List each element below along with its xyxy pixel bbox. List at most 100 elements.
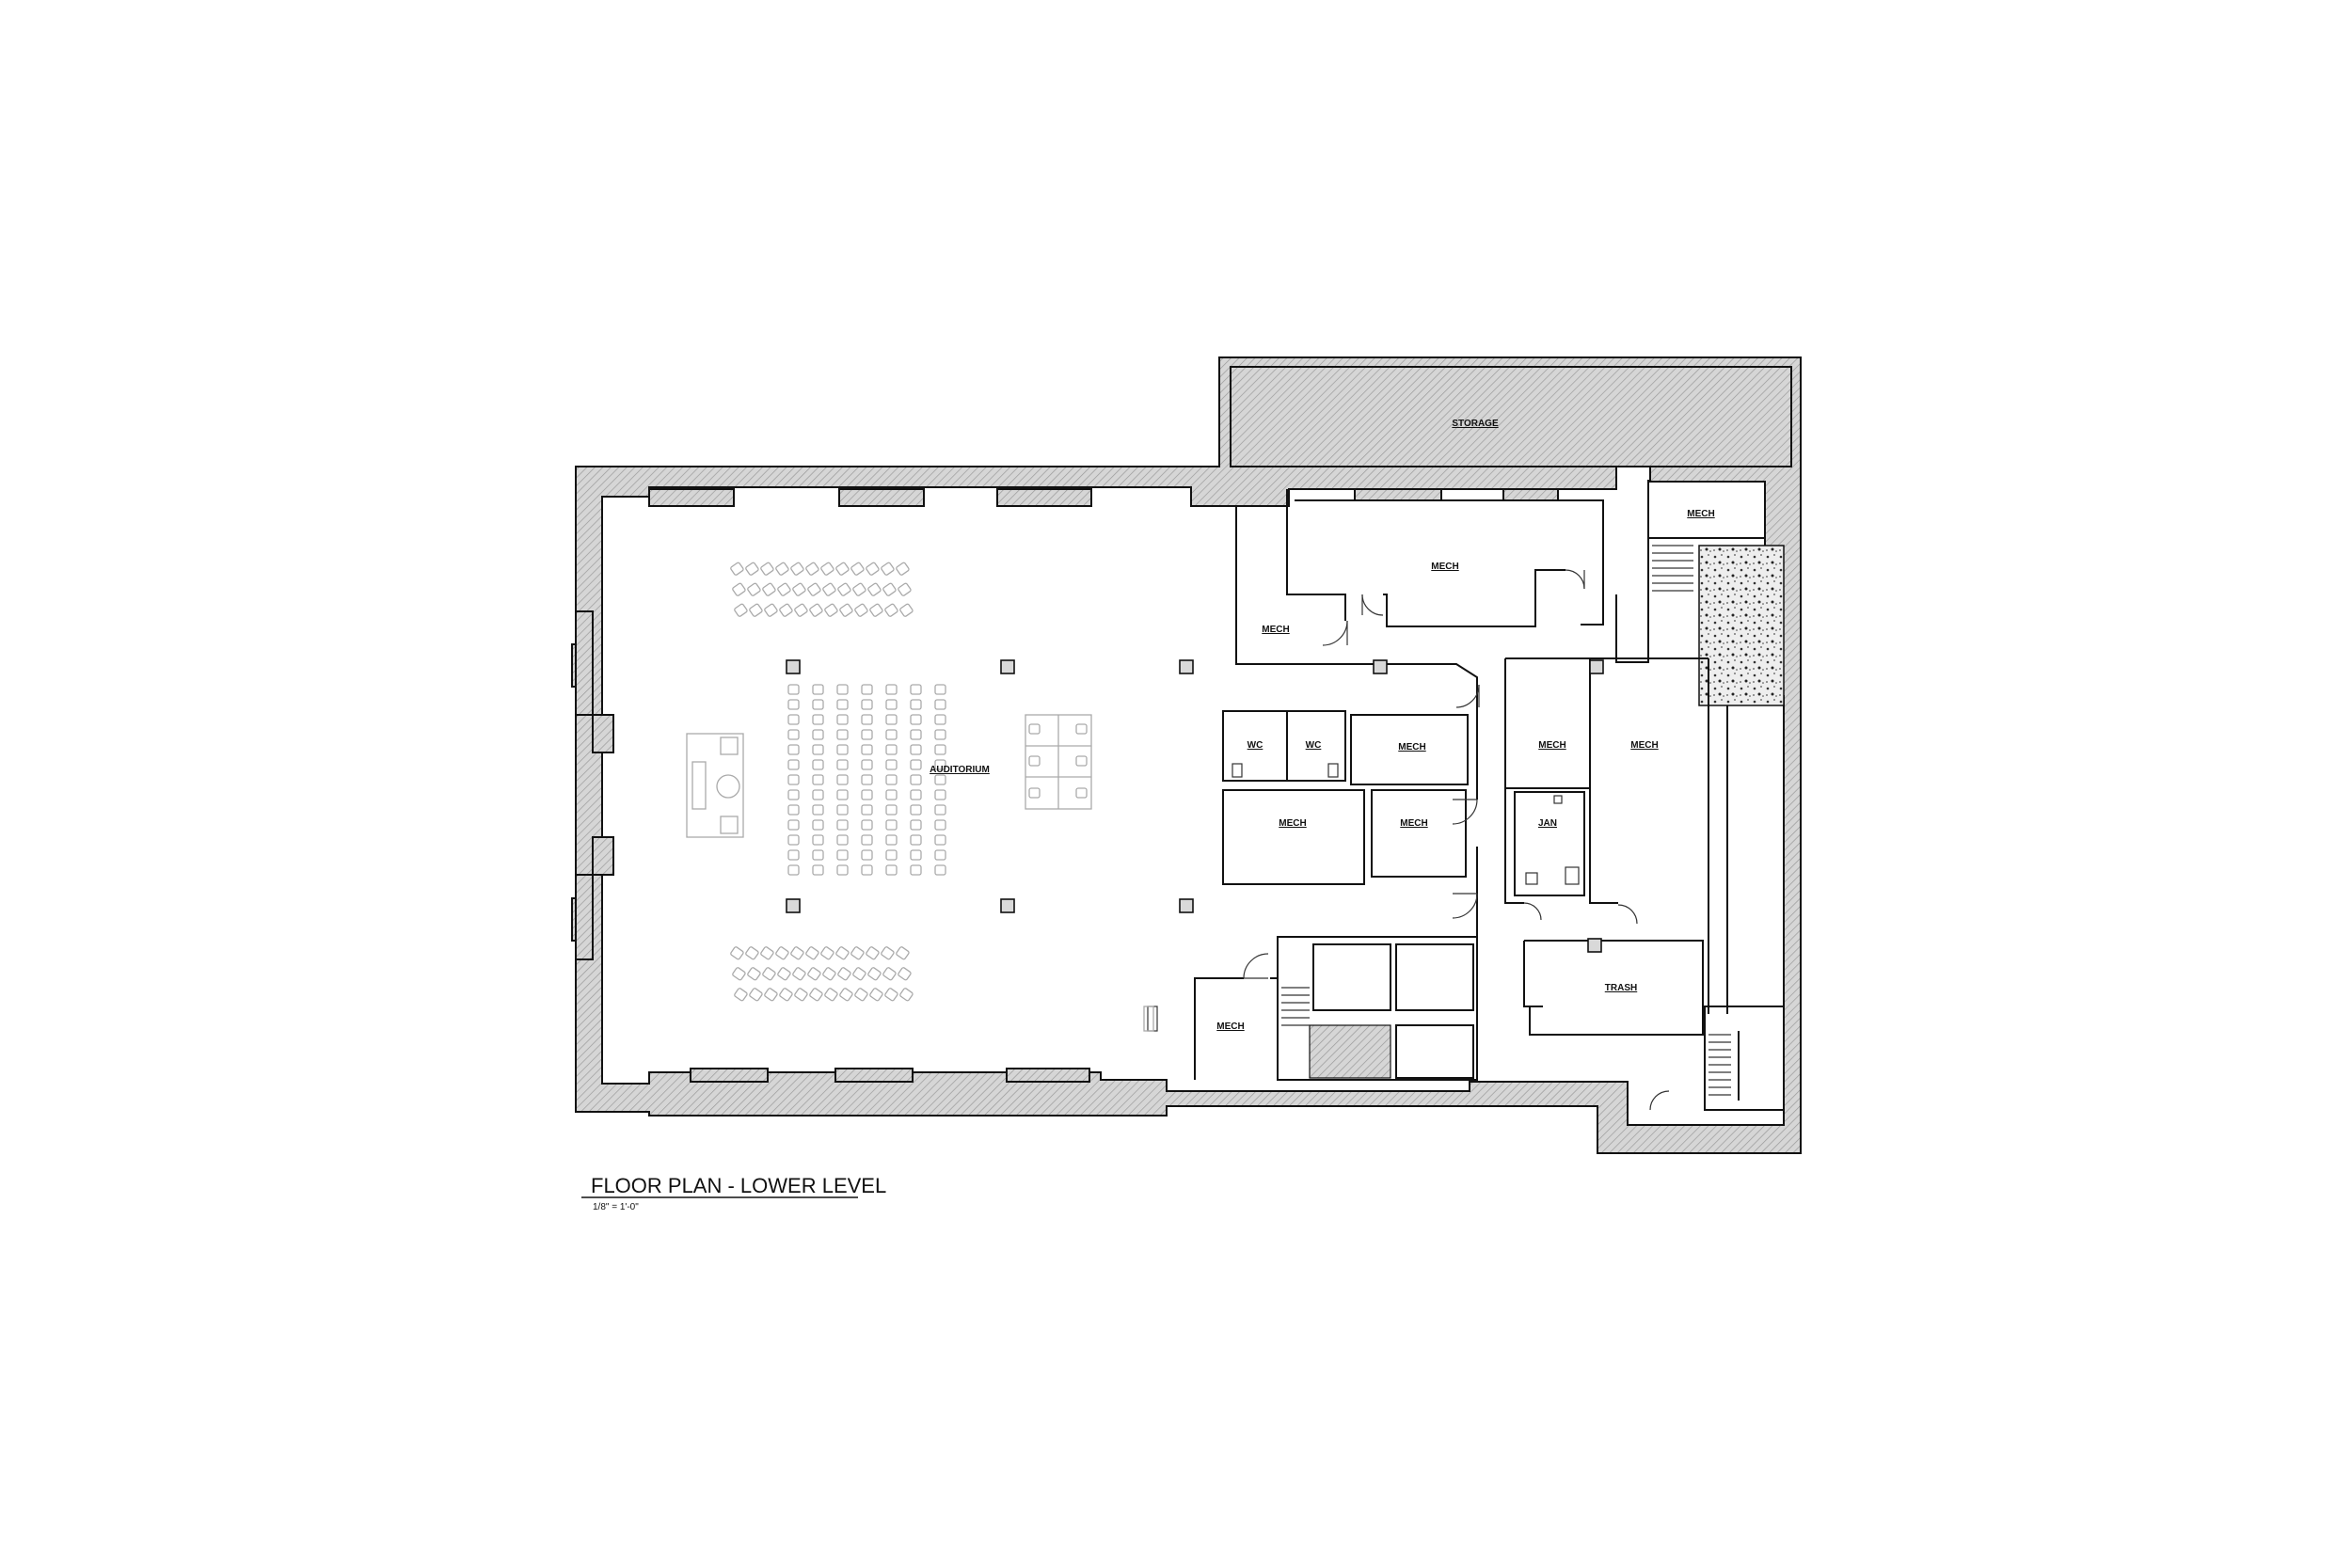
plumbing-fixtures: [1232, 763, 1580, 885]
chair: [807, 967, 821, 981]
chair: [762, 582, 776, 596]
chair: [861, 684, 873, 695]
auditorium-seating: [730, 562, 1088, 1002]
chair: [732, 967, 746, 981]
chair: [812, 864, 824, 876]
chair: [861, 834, 873, 846]
label-mech-northeast: MECH: [1687, 509, 1714, 519]
chair: [812, 744, 824, 755]
chair: [910, 684, 922, 695]
chair: [910, 744, 922, 755]
chair: [861, 864, 873, 876]
chair: [775, 946, 789, 960]
chair: [1075, 787, 1088, 799]
drawing-title: FLOOR PLAN - LOWER LEVEL: [591, 1174, 886, 1197]
chair: [934, 714, 946, 725]
chair: [787, 849, 800, 861]
chair: [787, 834, 800, 846]
chair: [881, 946, 895, 960]
chair: [866, 946, 880, 960]
chair: [882, 967, 897, 981]
chair: [820, 562, 834, 576]
chair: [839, 988, 853, 1002]
storage-vault: [1230, 366, 1792, 467]
chair: [934, 684, 946, 695]
chair: [730, 946, 744, 960]
chair: [837, 967, 851, 981]
chair: [898, 967, 912, 981]
chair: [899, 603, 914, 617]
chair: [764, 988, 778, 1002]
chair: [836, 849, 849, 861]
chair: [852, 967, 866, 981]
south-window-recesses: [690, 1068, 1090, 1083]
chair: [812, 729, 824, 740]
chair: [809, 988, 823, 1002]
chair: [812, 699, 824, 710]
chair: [934, 774, 946, 785]
chair: [896, 946, 910, 960]
chair: [882, 582, 897, 596]
label-mech-south: MECH: [1216, 1022, 1244, 1032]
label-mech-c: MECH: [1400, 818, 1427, 829]
drawing-title-block: FLOOR PLAN - LOWER LEVEL 1/8" = 1'-0": [581, 1174, 886, 1212]
west-pilasters: [571, 610, 614, 960]
chair: [839, 603, 853, 617]
chair: [749, 603, 763, 617]
chair: [836, 834, 849, 846]
chair: [1075, 723, 1088, 735]
chair: [885, 819, 898, 831]
chair: [934, 729, 946, 740]
chair: [777, 967, 791, 981]
chair: [747, 582, 761, 596]
chair: [885, 714, 898, 725]
chair: [787, 819, 800, 831]
label-mech-e: MECH: [1630, 740, 1658, 751]
chair: [852, 582, 866, 596]
chair: [934, 699, 946, 710]
chair: [794, 988, 808, 1002]
chair: [787, 699, 800, 710]
chair: [812, 834, 824, 846]
chair: [899, 988, 914, 1002]
chair: [790, 562, 804, 576]
label-mech-north: MECH: [1431, 562, 1458, 572]
chair: [861, 789, 873, 800]
chair: [836, 804, 849, 816]
chair: [809, 603, 823, 617]
chair: [807, 582, 821, 596]
chair: [794, 603, 808, 617]
chair: [747, 967, 761, 981]
chair: [885, 729, 898, 740]
chair: [1028, 723, 1041, 735]
label-jan: JAN: [1538, 818, 1557, 829]
chair: [730, 562, 744, 576]
label-mech-a: MECH: [1398, 742, 1425, 752]
chair: [867, 582, 882, 596]
chair: [835, 562, 850, 576]
chair: [836, 714, 849, 725]
stage-furniture: [686, 714, 1154, 1032]
chair: [787, 684, 800, 695]
chair: [836, 774, 849, 785]
chair: [934, 849, 946, 861]
chair: [835, 946, 850, 960]
chair: [934, 759, 946, 770]
chair: [760, 562, 774, 576]
label-mech-northwest: MECH: [1262, 625, 1289, 635]
chair: [787, 774, 800, 785]
chair: [910, 789, 922, 800]
chair: [885, 744, 898, 755]
chair: [884, 603, 898, 617]
door-swings: [1243, 569, 1670, 1111]
chair: [881, 562, 895, 576]
chair: [861, 699, 873, 710]
chair: [812, 774, 824, 785]
chair: [885, 849, 898, 861]
chair: [910, 699, 922, 710]
chair: [861, 729, 873, 740]
label-mech-b: MECH: [1279, 818, 1306, 829]
chair: [898, 582, 912, 596]
chair: [787, 729, 800, 740]
